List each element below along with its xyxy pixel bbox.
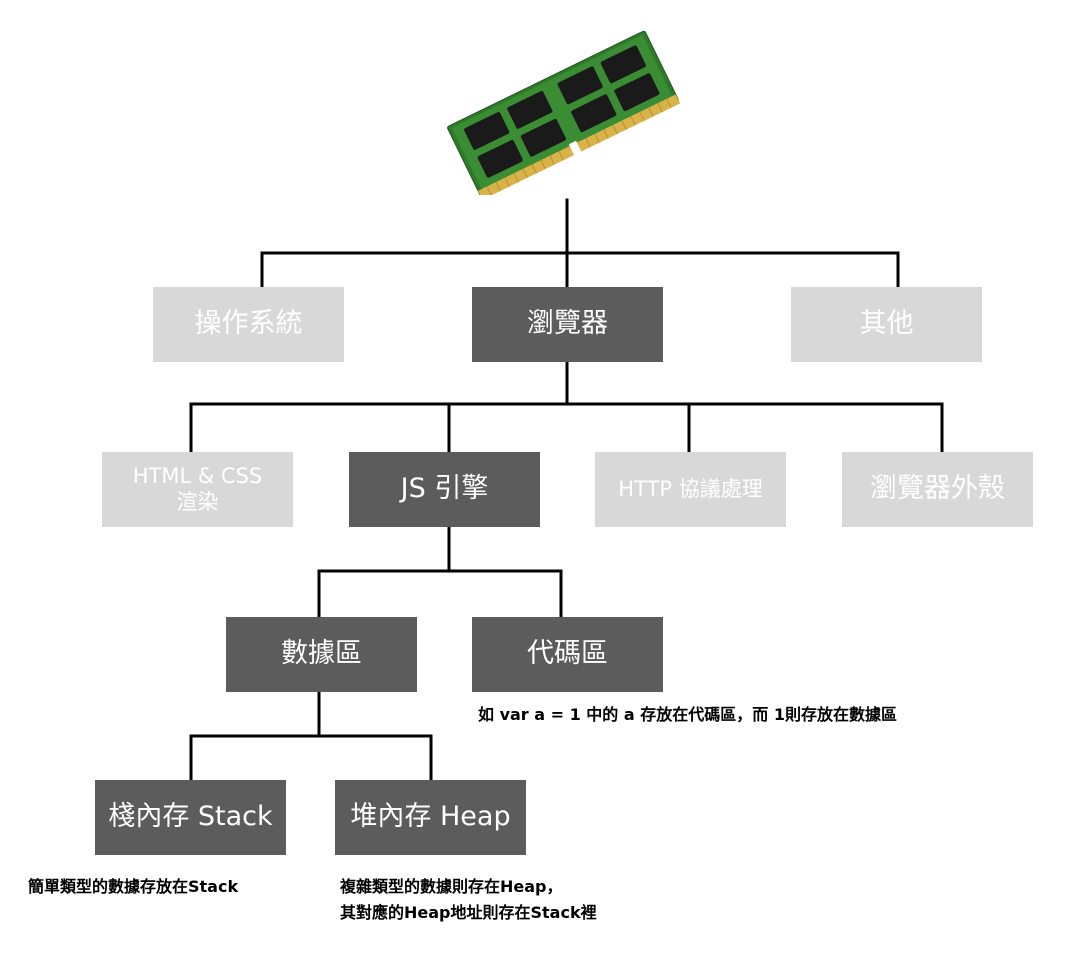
browser-label: 瀏覽器 (527, 308, 608, 340)
render-label-line1: HTML & CSS (132, 464, 263, 489)
js-engine-label: JS 引擎 (400, 473, 489, 505)
code-area-label: 代碼區 (527, 638, 608, 670)
stack-box: 棧內存 Stack (95, 780, 286, 855)
os-label: 操作系統 (194, 308, 303, 340)
stack-label: 棧內存 Stack (108, 801, 273, 833)
browser-shell-label: 瀏覽器外殼 (870, 473, 1005, 505)
http-label: HTTP 協議處理 (618, 476, 763, 501)
heap-label: 堆內存 Heap (350, 801, 511, 833)
heap-note-line1: 複雜類型的數據則存在Heap， (340, 877, 563, 896)
os-box: 操作系統 (153, 287, 344, 362)
browser-shell-box: 瀏覽器外殼 (842, 452, 1033, 527)
heap-box: 堆內存 Heap (335, 780, 526, 855)
data-area-label: 數據區 (281, 638, 362, 670)
heap-note-line2: 其對應的Heap地址則存在Stack裡 (340, 903, 597, 923)
js-engine-box: JS 引擎 (349, 452, 540, 527)
other-box: 其他 (791, 287, 982, 362)
heap-note: 複雜類型的數據則存在Heap， 其對應的Heap地址則存在Stack裡 (340, 874, 597, 927)
ram-module-icon (447, 30, 681, 195)
http-box: HTTP 協議處理 (595, 452, 786, 527)
data-area-box: 數據區 (226, 617, 417, 692)
code-area-box: 代碼區 (472, 617, 663, 692)
stack-note: 簡單類型的數據存放在Stack (28, 877, 239, 896)
render-box: HTML & CSS 渲染 (102, 452, 293, 527)
browser-box: 瀏覽器 (472, 287, 663, 362)
render-label-line2: 渲染 (176, 489, 219, 514)
code-area-note: 如 var a = 1 中的 a 存放在代碼區，而 1則存放在數據區 (478, 705, 897, 724)
other-label: 其他 (859, 308, 914, 340)
